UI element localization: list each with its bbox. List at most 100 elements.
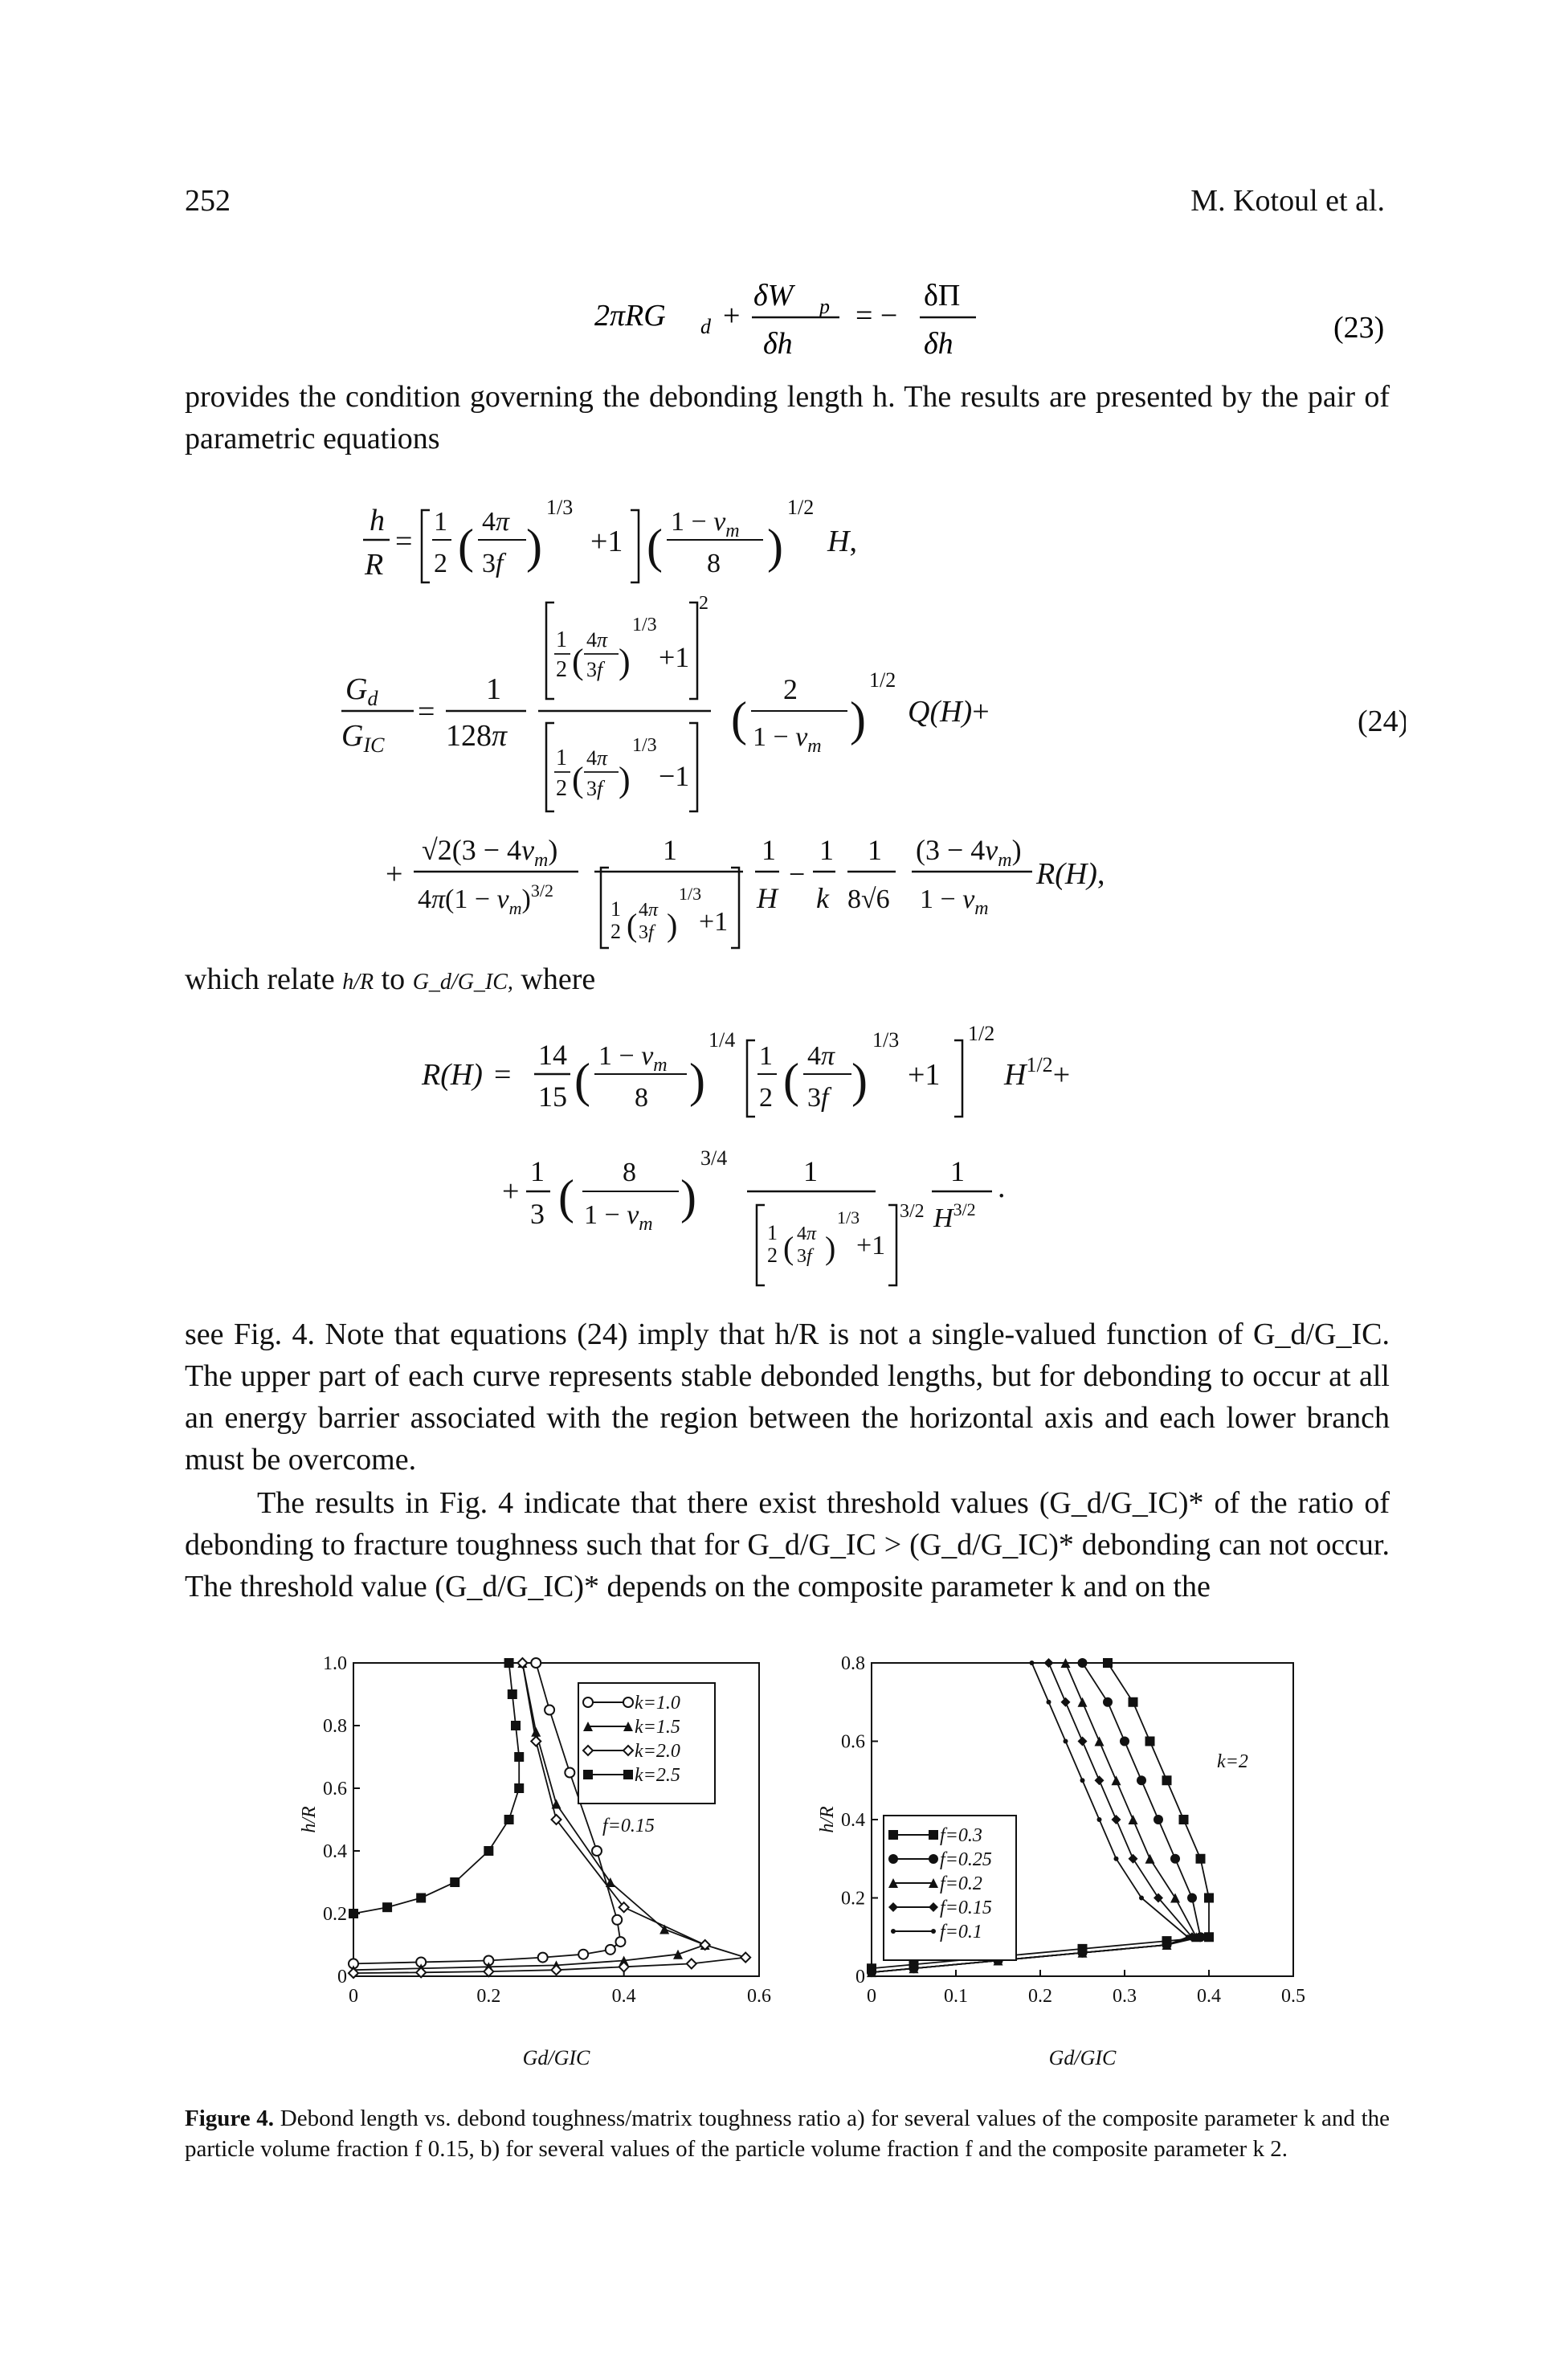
- x-tick-label: 0.5: [1281, 1986, 1305, 2007]
- svg-text:): ): [767, 520, 783, 573]
- data-point: [619, 1955, 629, 1966]
- x-axis-label: Gd/GIC: [523, 2046, 590, 2069]
- svg-text:=: =: [494, 1058, 511, 1092]
- svg-text:1/2: 1/2: [787, 496, 814, 519]
- legend-marker-start: [582, 1744, 594, 1757]
- svg-text:1/3: 1/3: [837, 1207, 860, 1228]
- legend-marker-end: [929, 1878, 938, 1888]
- data-point: [1077, 1736, 1088, 1746]
- data-point: [618, 1960, 631, 1973]
- data-point: [615, 1936, 627, 1948]
- eq23-number: (23): [1333, 311, 1384, 345]
- eq23-plus: +: [723, 299, 740, 333]
- svg-text:=: =: [395, 525, 412, 558]
- svg-text:GIC: GIC: [341, 719, 385, 757]
- data-point: [551, 1799, 561, 1809]
- para2-text1: which relate: [185, 962, 335, 996]
- x-tick-label: 0.2: [1028, 1986, 1052, 2007]
- y-tick-label: 0.6: [841, 1732, 865, 1753]
- page-number: 252: [185, 184, 231, 218]
- y-tick-label: 0.4: [323, 1841, 347, 1862]
- x-axis-label: Gd/GIC: [1049, 2046, 1117, 2069]
- para2-frac1: h/R: [342, 970, 374, 995]
- svg-text:1: 1: [556, 746, 567, 770]
- data-point: [544, 1704, 556, 1716]
- data-point: [1029, 1661, 1035, 1665]
- equation-R-of-H: R(H) = 14 15 ( 1 − νm 8 ) 1/4 1 2 ( 4π 3…: [421, 1022, 1070, 1287]
- x-tick-label: 0.1: [944, 1986, 968, 2007]
- data-point: [911, 1966, 917, 1971]
- data-point: [1139, 1895, 1144, 1901]
- svg-text:1 − νm: 1 − νm: [584, 1200, 653, 1235]
- svg-text:2: 2: [434, 549, 447, 578]
- svg-text:14: 14: [538, 1039, 567, 1071]
- data-point: [529, 1735, 542, 1747]
- legend-marker-end: [623, 1722, 633, 1731]
- svg-text:(3 − 4νm): (3 − 4νm): [916, 834, 1022, 871]
- svg-text:(: (: [572, 760, 584, 799]
- svg-text:(: (: [783, 1054, 799, 1107]
- para2-frac2: G_d/G_IC,: [412, 970, 513, 995]
- svg-text:): ): [680, 1170, 696, 1223]
- legend-marker-end: [931, 1929, 936, 1934]
- legend-marker-start: [888, 1878, 898, 1888]
- data-point: [578, 1948, 590, 1960]
- legend-marker-end: [929, 1830, 938, 1840]
- svg-text:(: (: [458, 520, 474, 573]
- legend-marker-end: [623, 1697, 634, 1708]
- data-point: [1077, 1697, 1088, 1707]
- y-tick-label: 0.4: [841, 1810, 865, 1831]
- eq23-equals: = −: [855, 299, 897, 333]
- svg-text:1: 1: [556, 627, 567, 652]
- svg-text:3f: 3f: [639, 922, 656, 943]
- data-point: [1137, 1775, 1146, 1786]
- legend-label: f=0.2: [940, 1873, 982, 1894]
- svg-text:2: 2: [699, 593, 708, 614]
- y-tick-label: 0: [855, 1967, 865, 1987]
- data-point: [550, 1963, 562, 1976]
- svg-text:(: (: [572, 642, 584, 681]
- data-point: [1154, 1815, 1163, 1824]
- svg-text:1: 1: [767, 1221, 778, 1244]
- series-line: [353, 1662, 708, 1971]
- equation-24: h R = 1 2 ( 4π 3f ) 1/3 +1 ( 1 − νm 8 ) …: [341, 496, 1406, 950]
- legend-label: k=1.5: [635, 1717, 680, 1738]
- svg-text:8: 8: [707, 549, 721, 578]
- svg-text:3: 3: [530, 1198, 545, 1230]
- svg-text:1 − νm: 1 − νm: [753, 722, 822, 757]
- data-point: [1111, 1815, 1121, 1824]
- svg-text:): ): [851, 1054, 868, 1107]
- svg-text:4π: 4π: [807, 1041, 835, 1071]
- y-axis-label: h/R: [817, 1806, 838, 1833]
- svg-text:1/2: 1/2: [968, 1022, 994, 1045]
- svg-text:+1: +1: [699, 907, 728, 937]
- data-point: [1162, 1775, 1172, 1786]
- svg-text:1/2: 1/2: [869, 668, 896, 692]
- data-point: [514, 1783, 525, 1793]
- svg-text:4π: 4π: [586, 628, 608, 652]
- paragraph-1: provides the condition governing the deb…: [185, 380, 1390, 455]
- svg-text:(: (: [574, 1054, 590, 1107]
- data-point: [416, 1893, 427, 1903]
- series-line: [353, 1662, 622, 1965]
- data-point: [1111, 1775, 1121, 1786]
- data-point: [739, 1951, 752, 1964]
- svg-text:1/3: 1/3: [679, 884, 701, 904]
- data-point: [1187, 1893, 1197, 1903]
- svg-text:): ): [667, 907, 677, 943]
- svg-text:2: 2: [610, 920, 621, 943]
- x-tick-label: 0.2: [476, 1986, 500, 2007]
- y-axis-label: h/R: [299, 1806, 320, 1833]
- svg-text:(: (: [783, 1230, 794, 1266]
- legend-marker-start: [583, 1770, 593, 1779]
- eq23-den2: δh: [924, 327, 953, 361]
- data-point: [1060, 1697, 1071, 1707]
- svg-text:1: 1: [434, 507, 447, 537]
- data-point: [414, 1966, 427, 1979]
- svg-text:1 − νm: 1 − νm: [671, 507, 740, 541]
- eq23-lhs-sub: d: [700, 315, 712, 338]
- svg-text:1/3: 1/3: [546, 496, 573, 519]
- svg-text:1: 1: [819, 834, 834, 866]
- data-point: [1128, 1815, 1138, 1824]
